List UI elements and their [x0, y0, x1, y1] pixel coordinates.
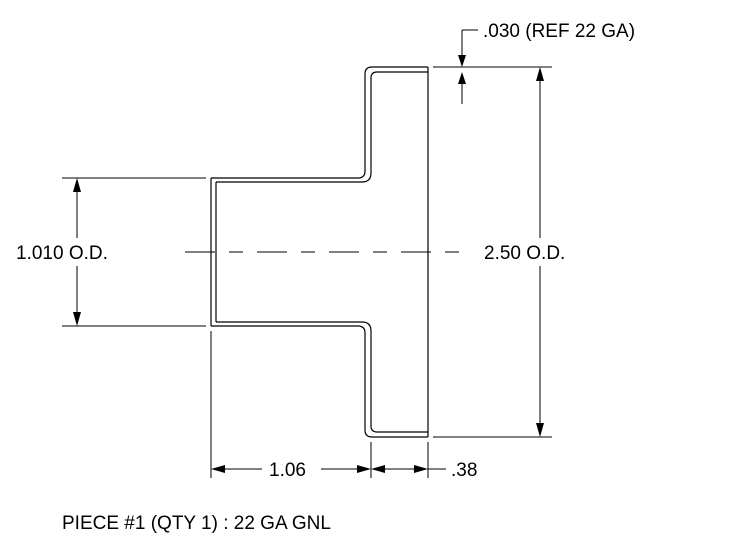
- thickness-label: .030 (REF 22 GA): [483, 21, 635, 42]
- arrow-up: [458, 72, 466, 84]
- part-note: PIECE #1 (QTY 1) : 22 GA GNL: [62, 513, 331, 534]
- arrow-up: [73, 178, 81, 192]
- arrow-down: [536, 423, 544, 437]
- arrow-left: [371, 465, 385, 473]
- arrow-right: [414, 465, 428, 473]
- flange-depth-label: .38: [451, 460, 477, 481]
- inner-od-label: 1.010 O.D.: [16, 243, 108, 264]
- arrow-right: [357, 465, 371, 473]
- arrow-up: [536, 67, 544, 81]
- inner-od-dimension: 1.010 O.D.: [10, 178, 144, 326]
- extension-lines: [62, 66, 552, 478]
- tube-length-label: 1.06: [269, 460, 306, 481]
- outer-od-label: 2.50 O.D.: [484, 243, 565, 264]
- arrow-down: [73, 312, 81, 326]
- flange-depth-dimension: .38: [371, 460, 477, 481]
- outer-od-dimension: 2.50 O.D.: [478, 67, 598, 437]
- thickness-dimension: .030 (REF 22 GA): [458, 21, 635, 104]
- tube-length-dimension: 1.06: [211, 460, 371, 481]
- arrow-left: [211, 465, 225, 473]
- arrow-down: [458, 55, 466, 67]
- part-outline: [210, 66, 429, 438]
